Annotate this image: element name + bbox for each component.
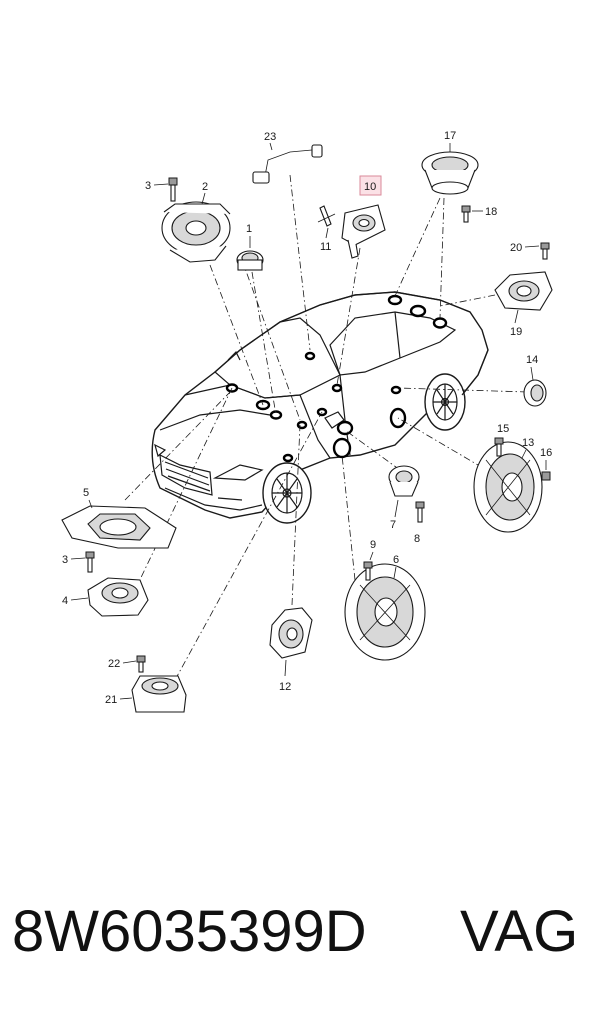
callout-22: 22 [108, 658, 120, 670]
part-22-screw: 22 [108, 655, 146, 673]
part-3-screw-lower: 3 [62, 551, 95, 573]
callout-3-lower: 3 [62, 554, 68, 566]
rear-wheel [424, 373, 466, 431]
callout-14: 14 [526, 354, 538, 366]
part-4-speaker: 4 [62, 577, 149, 617]
callout-8: 8 [414, 533, 420, 545]
callout-19: 19 [510, 326, 522, 338]
part-number-footer: 8W6035399D VAG [0, 880, 600, 990]
speaker-location-markers [225, 294, 448, 463]
part-5-bracket: 5 [61, 487, 177, 549]
callout-2: 2 [202, 181, 208, 193]
part-12-center-speaker: 12 [269, 607, 313, 693]
part-21-speaker: 21 [105, 675, 187, 713]
callout-20: 20 [510, 242, 522, 254]
callout-23: 23 [264, 131, 276, 143]
part-11-pin: 11 [317, 205, 336, 253]
front-wheel [262, 462, 312, 524]
part-2-speaker-top-left: 2 [161, 181, 231, 263]
callout-5: 5 [83, 487, 89, 499]
callout-21: 21 [105, 694, 117, 706]
callout-12: 12 [279, 681, 291, 693]
callout-7: 7 [390, 519, 396, 531]
brand-text: VAG [460, 899, 579, 964]
callout-17: 17 [444, 130, 456, 142]
callout-18: 18 [485, 206, 497, 218]
part-3-screw-top: 3 [145, 177, 178, 202]
part-7-tweeter: 7 [388, 465, 420, 531]
callout-1: 1 [246, 223, 252, 235]
part-1-small-speaker: 1 [236, 223, 264, 271]
callout-3-top: 3 [145, 180, 151, 192]
car-body [151, 291, 489, 524]
callout-13: 13 [522, 437, 534, 449]
part-17-rear-speaker: 17 [421, 130, 479, 195]
callout-4: 4 [62, 595, 68, 607]
leader-lines [124, 174, 528, 681]
part-6-front-door-woofer: 6 [344, 554, 426, 661]
part-16-clip: 16 [540, 447, 552, 481]
speaker-system-exploded-diagram: 23 2 3 1 10 11 [61, 130, 553, 713]
part-10-dashboard-speaker: 10 [341, 175, 386, 259]
part-19-rear-shelf-speaker: 19 [494, 271, 553, 338]
callout-16: 16 [540, 447, 552, 459]
part-9-screw: 9 [363, 539, 376, 581]
part-15-screw: 15 [494, 423, 509, 457]
part-18-screw: 18 [461, 205, 497, 223]
part-8-screw: 8 [414, 501, 425, 545]
callout-11: 11 [320, 241, 331, 253]
callout-6: 6 [393, 554, 399, 566]
part-number-text: 8W6035399D [12, 899, 367, 964]
part-14-speaker: 14 [523, 354, 547, 407]
callout-9: 9 [370, 539, 376, 551]
callout-15: 15 [497, 423, 509, 435]
callout-10: 10 [364, 181, 376, 193]
part-20-screw: 20 [510, 242, 550, 260]
part-13-rear-door-woofer: 13 [473, 437, 543, 533]
callout-10-highlight [359, 175, 382, 196]
part-23-cable: 23 [252, 131, 323, 184]
